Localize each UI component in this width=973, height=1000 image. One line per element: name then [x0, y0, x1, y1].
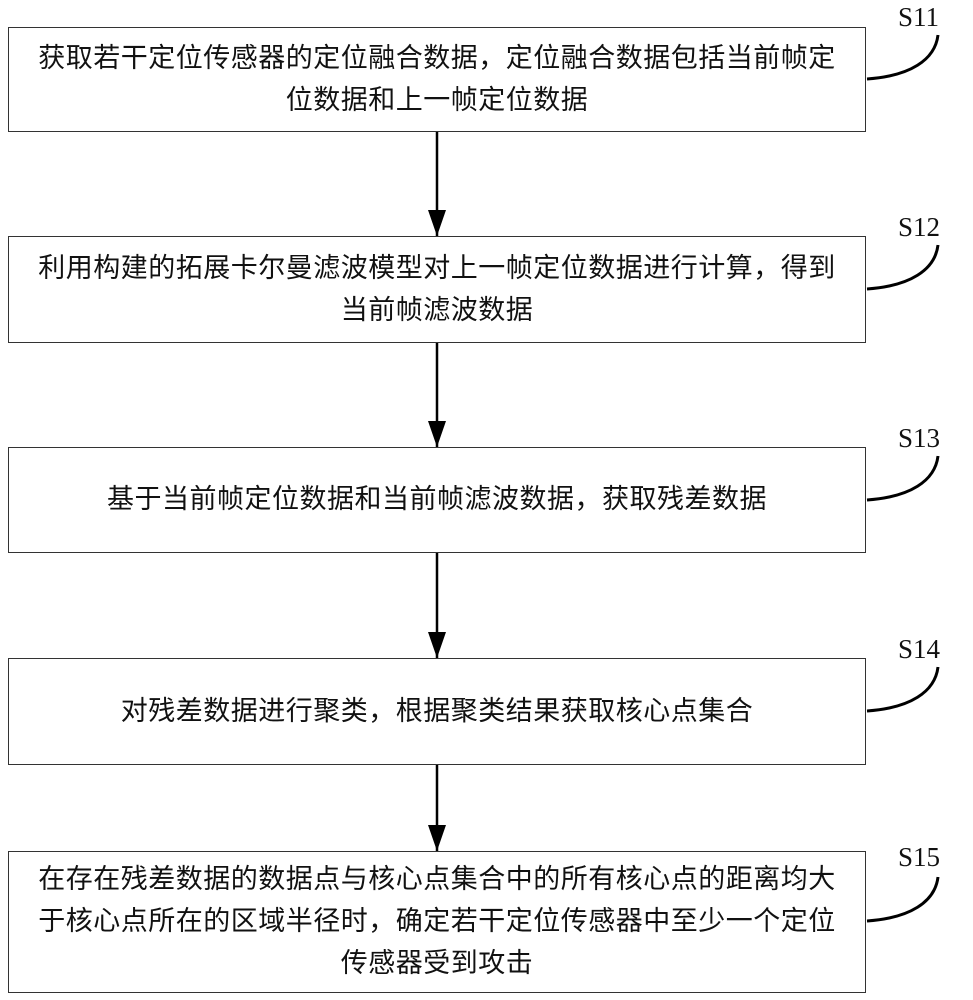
step-text: 基于当前帧定位数据和当前帧滤波数据，获取残差数据: [107, 484, 767, 515]
leader-s15: [866, 876, 940, 923]
step-label: S15: [898, 842, 941, 872]
arrowhead-icon: [428, 632, 446, 658]
arrowhead-icon: [428, 210, 446, 236]
step-box-s12: 利用构建的拓展卡尔曼滤波模型对上一帧定位数据进行计算，得到当前帧滤波数据: [8, 236, 866, 343]
step-label: S11: [898, 2, 940, 32]
leader-s12: [866, 244, 940, 291]
step-label: S13: [898, 423, 941, 453]
leader-s13: [866, 455, 940, 502]
leader-s14: [866, 666, 940, 713]
step-label: S12: [898, 212, 941, 242]
step-box-s11: 获取若干定位传感器的定位融合数据，定位融合数据包括当前帧定位数据和上一帧定位数据: [8, 27, 866, 132]
step-text: 在存在残差数据的数据点与核心点集合中的所有核心点的距离均大于核心点所在的区域半径…: [38, 864, 836, 979]
arrowhead-icon: [428, 825, 446, 851]
step-box-s13: 基于当前帧定位数据和当前帧滤波数据，获取残差数据: [8, 447, 866, 553]
step-text: 获取若干定位传感器的定位融合数据，定位融合数据包括当前帧定位数据和上一帧定位数据: [38, 42, 836, 116]
step-box-s15: 在存在残差数据的数据点与核心点集合中的所有核心点的距离均大于核心点所在的区域半径…: [8, 851, 866, 993]
step-text: 对残差数据进行聚类，根据聚类结果获取核心点集合: [120, 695, 754, 727]
arrowhead-icon: [428, 421, 446, 447]
leader-s11: [866, 34, 940, 81]
step-box-s14: 对残差数据进行聚类，根据聚类结果获取核心点集合: [8, 658, 866, 765]
step-label: S14: [898, 634, 941, 664]
step-text: 利用构建的拓展卡尔曼滤波模型对上一帧定位数据进行计算，得到当前帧滤波数据: [38, 252, 836, 326]
